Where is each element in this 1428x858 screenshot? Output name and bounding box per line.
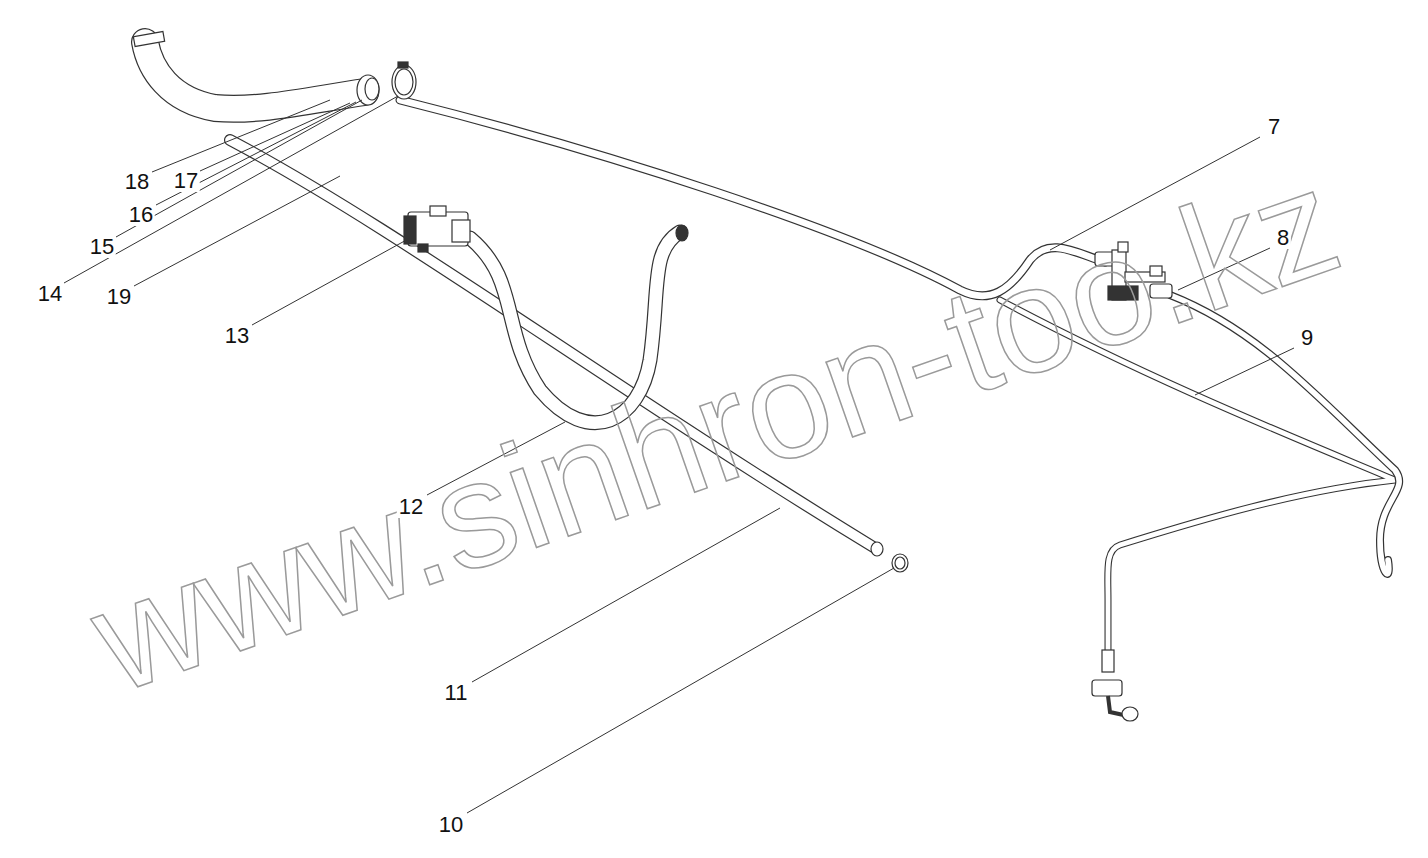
callout-number: 19 xyxy=(105,286,133,308)
watermark: www.sinhron-too.kz xyxy=(75,144,1355,716)
callout-number: 12 xyxy=(397,496,425,518)
callout-number: 16 xyxy=(127,204,155,226)
callout-number: 9 xyxy=(1299,327,1315,349)
callout-number: 15 xyxy=(88,236,116,258)
callout-number: 17 xyxy=(172,170,200,192)
callout-number: 13 xyxy=(223,325,251,347)
callout-number: 18 xyxy=(123,171,151,193)
callout-number: 11 xyxy=(443,682,470,704)
callout-number: 7 xyxy=(1266,116,1282,138)
callout-number: 8 xyxy=(1275,227,1291,249)
callout-number: 10 xyxy=(437,814,465,836)
callout-number: 14 xyxy=(36,283,64,305)
